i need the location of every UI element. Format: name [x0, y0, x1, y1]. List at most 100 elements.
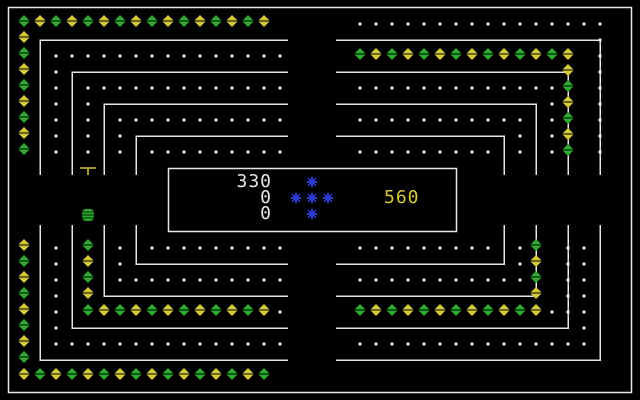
- pellet: [86, 102, 90, 106]
- pellet: [262, 54, 266, 58]
- pellet: [518, 118, 522, 122]
- pellet: [374, 118, 378, 122]
- pellet: [198, 118, 202, 122]
- pellet: [230, 86, 234, 90]
- pellet: [214, 246, 218, 250]
- pellet: [166, 54, 170, 58]
- pellet: [198, 246, 202, 250]
- pellet: [54, 102, 58, 106]
- pellet: [246, 278, 250, 282]
- pellet: [246, 86, 250, 90]
- maze-wall: [336, 103, 537, 175]
- pellet: [518, 86, 522, 90]
- pellet: [454, 86, 458, 90]
- pellet: [598, 22, 602, 26]
- pellet: [502, 22, 506, 26]
- pellet: [358, 22, 362, 26]
- pellet: [454, 22, 458, 26]
- pellet: [550, 150, 554, 154]
- outer-wall: [7, 6, 633, 394]
- pellet: [518, 150, 522, 154]
- pellet: [118, 54, 122, 58]
- pellet: [406, 246, 410, 250]
- pellet: [518, 22, 522, 26]
- pellet: [470, 118, 474, 122]
- pellet: [214, 342, 218, 346]
- pellet: [502, 278, 506, 282]
- pellet: [262, 342, 266, 346]
- pellet: [406, 342, 410, 346]
- maze-wall: [336, 225, 505, 265]
- pellet: [166, 118, 170, 122]
- maze-wall: [103, 225, 288, 297]
- pellet: [550, 310, 554, 314]
- pellet: [390, 118, 394, 122]
- player-3-score: 0: [260, 203, 272, 224]
- pellet: [134, 342, 138, 346]
- pellet: [454, 118, 458, 122]
- pellet: [278, 118, 282, 122]
- pellet: [598, 70, 602, 74]
- pellet: [278, 310, 282, 314]
- pellet: [486, 86, 490, 90]
- pellet: [422, 342, 426, 346]
- pellet: [230, 278, 234, 282]
- maze-wall: [336, 225, 537, 297]
- pellet: [182, 246, 186, 250]
- pellet: [150, 246, 154, 250]
- pellet: [198, 278, 202, 282]
- pellet: [150, 342, 154, 346]
- pellet: [54, 246, 58, 250]
- pellet: [150, 54, 154, 58]
- pellet: [134, 86, 138, 90]
- pellet: [550, 134, 554, 138]
- pellet: [582, 262, 586, 266]
- pellet: [54, 118, 58, 122]
- pellet: [374, 22, 378, 26]
- pellet: [454, 278, 458, 282]
- pellet: [182, 150, 186, 154]
- player-1-score: 330: [236, 171, 272, 192]
- pellet: [278, 54, 282, 58]
- pellet: [246, 150, 250, 154]
- pellet: [134, 54, 138, 58]
- pellet: [118, 134, 122, 138]
- pellet: [150, 118, 154, 122]
- pellet: [166, 278, 170, 282]
- pellet: [470, 342, 474, 346]
- pellet: [86, 134, 90, 138]
- pellet: [582, 278, 586, 282]
- pellet: [406, 150, 410, 154]
- pellet: [438, 86, 442, 90]
- pellet: [54, 278, 58, 282]
- pellet: [534, 86, 538, 90]
- pellet: [262, 86, 266, 90]
- pellet: [438, 22, 442, 26]
- pellet: [54, 326, 58, 330]
- pellet: [598, 38, 602, 42]
- pellet: [246, 54, 250, 58]
- pellet: [518, 262, 522, 266]
- pellet: [390, 22, 394, 26]
- pellet: [374, 278, 378, 282]
- pellet: [550, 102, 554, 106]
- pellet: [230, 246, 234, 250]
- pellet: [390, 342, 394, 346]
- pellet: [278, 150, 282, 154]
- pellet: [422, 246, 426, 250]
- pellet: [502, 342, 506, 346]
- pellet: [358, 246, 362, 250]
- maze-wall: [103, 103, 288, 175]
- pellet: [86, 118, 90, 122]
- pellet: [486, 246, 490, 250]
- maze-wall: [135, 225, 288, 265]
- pellet: [438, 150, 442, 154]
- pellet: [582, 342, 586, 346]
- pellet: [518, 342, 522, 346]
- pellet: [470, 22, 474, 26]
- pellet: [214, 150, 218, 154]
- pellet: [182, 342, 186, 346]
- enemy-star-icon: [307, 177, 317, 187]
